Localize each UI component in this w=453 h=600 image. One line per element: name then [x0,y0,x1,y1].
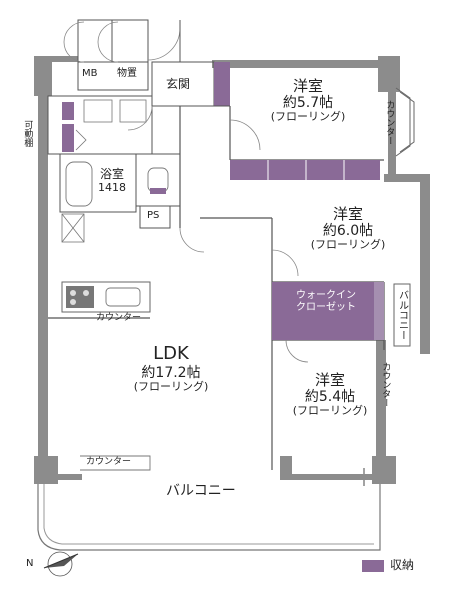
ldk-counter [80,455,151,471]
ldk-size: 約17.2帖 [141,364,201,381]
bath-size: 1418 [98,180,126,194]
entrance-area [151,61,230,107]
ps-label: PS [147,210,160,221]
balcony-label: バルコニー [166,483,236,499]
bedroom2-label: 洋室 約6.0帖 (フローリング) [300,205,396,252]
bay-window [395,87,415,157]
wic-line2: クローゼット [296,301,356,313]
utility-box [61,213,85,243]
legend-storage-label: 収納 [390,558,415,572]
storage-blocks [230,160,384,340]
bedroom1-label: 洋室 約5.7帖 (フローリング) [260,77,356,124]
walk-in-closet-label: ウォークイン クローゼット [278,290,374,313]
legend-swatch [362,560,384,572]
ps-shaft [139,205,171,229]
bedroom3-label: 洋室 約5.4帖 (フローリング) [282,371,378,418]
mb-storage-block [63,19,181,91]
bedroom1-name: 洋室 [292,77,323,95]
bath-name: 浴室 [99,167,124,181]
storage-closet-label: 物置 [117,68,137,79]
outer-walls [34,56,430,484]
counter-label-bottom: カウンター [86,457,132,467]
mb-label: MB [82,68,98,79]
movable-shelf-label: 可動棚 [22,120,33,147]
entrance-label: 玄関 [166,77,191,91]
counter-label-kitchen: カウンター [96,313,142,323]
compass [43,551,79,577]
bedroom1-floor: (フローリング) [270,110,346,124]
washroom [47,95,153,155]
bottom-balcony [37,468,381,551]
kitchen [61,281,151,313]
wic-line1: ウォークイン [296,290,356,301]
side-balcony [393,283,411,347]
counter-label-bottom-right: カウンター [380,362,391,407]
ldk-name: LDK [153,343,189,364]
bedroom2-name: 洋室 [332,205,363,223]
counter-label-top-right: カウンター [384,100,395,145]
bedroom3-name: 洋室 [314,371,345,389]
bath-label: 浴室 1418 [92,167,132,194]
bedroom2-size: 約6.0帖 [322,223,374,240]
bedroom1-size: 約5.7帖 [282,95,334,112]
bedroom2-floor: (フローリング) [310,238,386,252]
ldk-floor: (フローリング) [133,379,209,393]
bedroom3-size: 約5.4帖 [304,389,356,406]
bedroom3-floor: (フローリング) [292,404,368,418]
door-swings [127,105,309,363]
compass-north-label: N [26,558,34,569]
ldk-label: LDK 約17.2帖 (フローリング) [116,343,226,393]
toilet [135,153,181,207]
side-balcony-label: バルコニー [396,290,408,340]
